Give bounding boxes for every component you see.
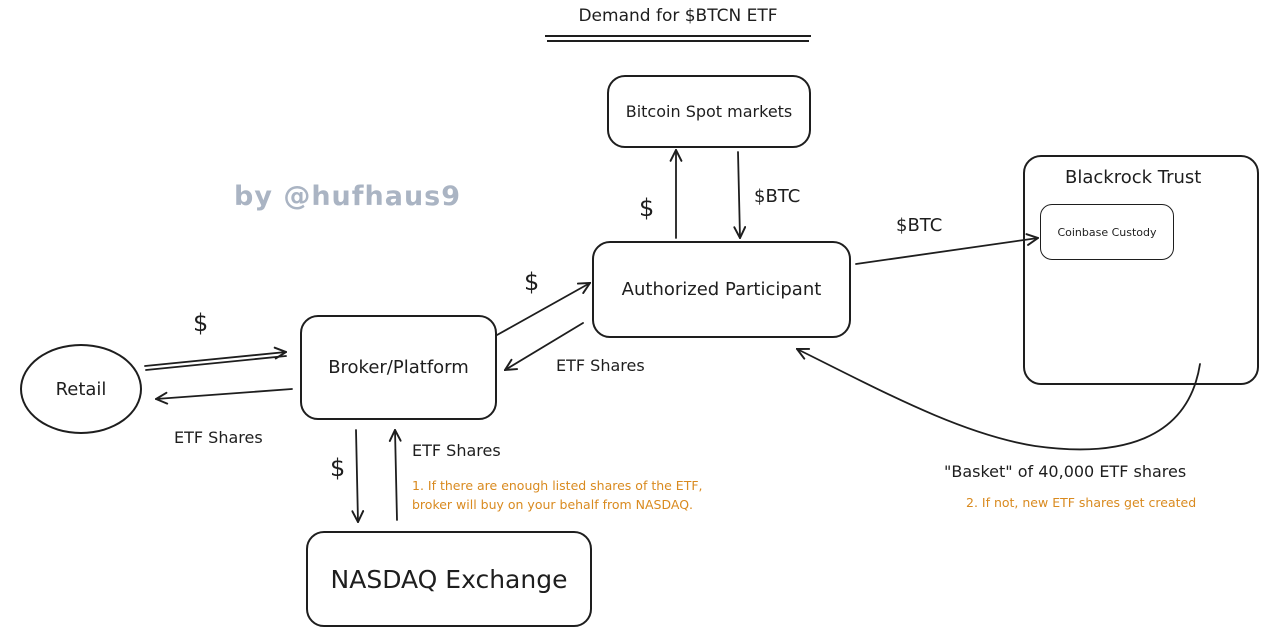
note-1: 1. If there are enough listed shares of … (412, 476, 703, 514)
note-2: 2. If not, new ETF shares get created (966, 495, 1197, 510)
nasdaq-label: NASDAQ Exchange (330, 564, 568, 594)
title-block: Demand for $BTCN ETF (545, 4, 811, 44)
arrow-retail-to-broker-sketch (145, 355, 287, 371)
title-underline (545, 35, 811, 37)
coinbase-custody-label: Coinbase Custody (1057, 225, 1157, 239)
coinbase-custody-node: Coinbase Custody (1040, 204, 1174, 260)
arrow-ap-to-broker (505, 322, 584, 370)
authorized-participant-label: Authorized Participant (621, 279, 822, 300)
authorized-participant-node: Authorized Participant (592, 241, 851, 338)
edge-label-broker-to-retail: ETF Shares (174, 428, 263, 447)
arrow-nasdaq-to-broker (395, 430, 397, 521)
edge-label-ap-to-spot: $ (639, 194, 655, 222)
edge-label-nasdaq-to-broker: ETF Shares (412, 441, 501, 460)
note-1-line-1: 1. If there are enough listed shares of … (412, 478, 703, 493)
broker-node: Broker/Platform (300, 315, 497, 420)
arrow-broker-to-retail (156, 388, 293, 399)
arrow-broker-to-nasdaq (356, 429, 358, 522)
edge-label-ap-to-broker: ETF Shares (556, 356, 645, 375)
retail-label: Retail (55, 378, 107, 400)
bitcoin-spot-markets-label: Bitcoin Spot markets (625, 102, 793, 121)
nasdaq-node: NASDAQ Exchange (306, 531, 592, 627)
title-underline-sketch (547, 40, 809, 42)
broker-label: Broker/Platform (328, 357, 469, 378)
retail-node: Retail (20, 344, 142, 434)
blackrock-trust-label: Blackrock Trust (1065, 167, 1202, 188)
note-1-line-2: broker will buy on your behalf from NASD… (412, 497, 694, 512)
edge-label-trust-to-ap: "Basket" of 40,000 ETF shares (944, 462, 1187, 481)
blackrock-trust-node: Blackrock Trust Coinbase Custody (1023, 155, 1259, 385)
bitcoin-spot-markets-node: Bitcoin Spot markets (607, 75, 811, 148)
edge-label-broker-to-ap: $ (524, 268, 540, 296)
arrow-spot-to-ap (738, 151, 740, 238)
edge-label-retail-to-broker: $ (193, 309, 209, 337)
arrow-broker-to-ap (496, 283, 590, 336)
arrow-trust-to-ap (797, 349, 1201, 451)
diagram-title: Demand for $BTCN ETF (578, 6, 778, 26)
arrow-retail-to-broker (144, 352, 286, 367)
watermark: by @hufhaus9 (234, 181, 462, 212)
edge-label-spot-to-ap: $BTC (754, 186, 801, 207)
arrow-ap-to-trust (855, 238, 1038, 265)
edge-label-broker-to-nasdaq: $ (330, 454, 346, 482)
edge-label-ap-to-trust: $BTC (896, 215, 943, 236)
